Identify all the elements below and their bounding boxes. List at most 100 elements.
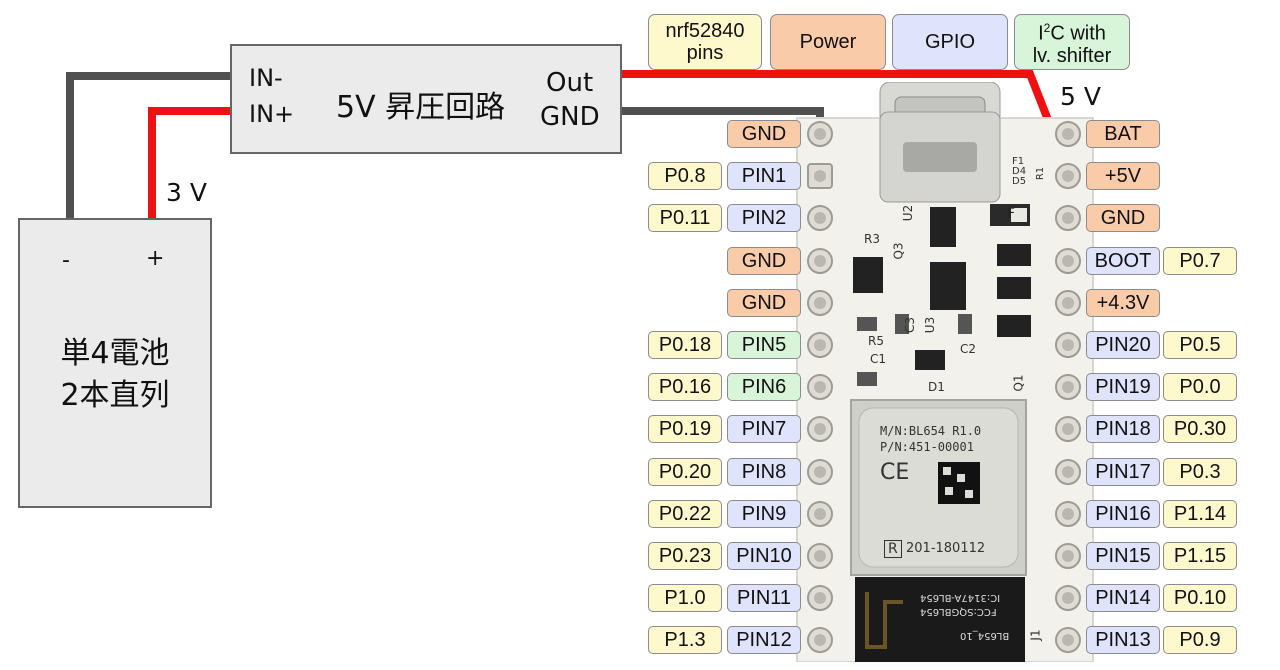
silk-q3: Q3 [891,242,906,260]
diode-d1 [915,350,945,370]
right-pin-label-3: BOOT [1086,247,1160,275]
legend-power-label: Power [799,31,857,53]
left-nrf-label-6: P0.16 [648,373,722,401]
right-pin-label-10: PIN15 [1086,542,1160,570]
left-pin-label-8: PIN8 [727,458,801,486]
board-bottom-label: BL654_10 [960,630,1010,641]
right-pin-label-5: PIN20 [1086,331,1160,359]
right-nrf-label-9: P1.14 [1163,500,1237,528]
silk-r1: R1 [1035,166,1047,181]
legend-i2c: I2C with lv. shifter [1014,14,1130,70]
silk-c3: C3 [903,316,918,334]
right-nrf-label-7: P0.30 [1163,415,1237,443]
left-nrf-label-11: P1.0 [648,584,722,612]
left-nrf-label-7: P0.19 [648,415,722,443]
left-pin-label-1: PIN1 [727,162,801,190]
silk-u3: U3 [923,316,938,334]
left-pin-label-12: PIN12 [727,626,801,654]
right-pin-label-2: GND [1086,204,1160,232]
wire-battery-positive [148,107,232,218]
voltage-5v-label: 5 V [1060,82,1101,111]
left-nrf-label-10: P0.23 [648,542,722,570]
left-pin-label-0: GND [727,120,801,148]
ic-u3 [930,262,966,310]
right-nrf-label-11: P0.10 [1163,584,1237,612]
voltage-3v-label: 3 V [166,178,207,207]
legend-i2c-line1: I2C with [1038,21,1106,45]
dev-board [796,82,1094,662]
left-pin-label-11: PIN11 [727,584,801,612]
silk-f1: F1 [1012,156,1025,167]
legend-nrf52840-pins: nrf52840 pins [648,14,762,70]
boost-in-plus: IN+ [249,100,295,128]
left-pin-label-9: PIN9 [727,500,801,528]
battery-title-line2: 2本直列 [60,378,170,413]
right-pin-label-8: PIN17 [1086,458,1160,486]
boost-title: 5V 昇圧回路 [336,90,506,125]
module-line2: P/N:451-00001 [880,440,974,454]
wire-battery-negative [66,72,232,218]
battery-plus-label: + [146,246,165,271]
legend-gpio-label: GPIO [924,31,975,53]
left-pin-label-6: PIN6 [727,373,801,401]
battery-title-line1: 単4電池 [60,336,170,371]
silk-q1: Q1 [1011,374,1026,392]
boost-converter: IN- IN+ 5V 昇圧回路 Out GND [230,44,622,154]
left-pin-label-4: GND [727,289,801,317]
left-nrf-label-1: P0.8 [648,162,722,190]
right-pin-label-4: +4.3V [1086,289,1160,317]
left-nrf-label-5: P0.18 [648,331,722,359]
left-nrf-label-8: P0.20 [648,458,722,486]
left-pin-label-3: GND [727,247,801,275]
silk-d5: D5 [1012,176,1027,187]
legend-i2c-line2: lv. shifter [1032,44,1112,67]
boost-out: Out [546,68,594,98]
left-nrf-label-2: P0.11 [648,204,722,232]
module-ce-mark: CE [880,460,910,485]
left-nrf-label-12: P1.3 [648,626,722,654]
module-line1: M/N:BL654 R1.0 [880,424,982,438]
battery-minus-label: - [62,248,70,273]
left-nrf-label-9: P0.22 [648,500,722,528]
fcc-line2: IC:3147A-BL654 [920,592,1001,603]
right-pin-label-9: PIN16 [1086,500,1160,528]
right-nrf-label-10: P1.15 [1163,542,1237,570]
silk-r3: R3 [864,232,880,246]
silk-c2: C2 [960,342,977,356]
right-nrf-label-3: P0.7 [1163,247,1237,275]
module-cert-number: 201-180112 [906,541,986,556]
battery-pack: - + 単4電池 2本直列 [18,218,212,508]
silk-f-mark: F [1007,206,1016,222]
legend-gpio: GPIO [892,14,1008,70]
right-nrf-label-8: P0.3 [1163,458,1237,486]
boost-in-minus: IN- [249,64,283,92]
right-pin-label-1: +5V [1086,162,1160,190]
right-pin-label-6: PIN19 [1086,373,1160,401]
right-nrf-label-12: P0.9 [1163,626,1237,654]
right-nrf-label-6: P0.0 [1163,373,1237,401]
ic-u2 [930,207,956,247]
legend-power: Power [770,14,886,70]
left-pin-label-7: PIN7 [727,415,801,443]
right-pin-label-12: PIN13 [1086,626,1160,654]
module-r-mark: R [884,540,902,558]
antenna-area [855,577,1025,662]
ic-q3 [853,257,883,293]
silk-d1: D1 [928,380,945,394]
silk-c1: C1 [870,352,887,366]
legend-nrf-line2: pins [686,42,724,64]
silk-d4: D4 [1012,166,1027,177]
right-pin-label-0: BAT [1086,120,1160,148]
left-pin-label-10: PIN10 [727,542,801,570]
fcc-line1: FCC:SQGBL654 [920,606,997,617]
boost-gnd: GND [540,102,600,132]
right-pin-label-11: PIN14 [1086,584,1160,612]
left-pin-label-2: PIN2 [727,204,801,232]
silk-u2: U2 [901,204,916,222]
right-pin-label-7: PIN18 [1086,415,1160,443]
silk-r5: R5 [868,334,884,348]
left-pin-label-5: PIN5 [727,331,801,359]
legend-nrf-line1: nrf52840 [665,20,745,42]
silk-j1: J1 [1028,629,1043,641]
